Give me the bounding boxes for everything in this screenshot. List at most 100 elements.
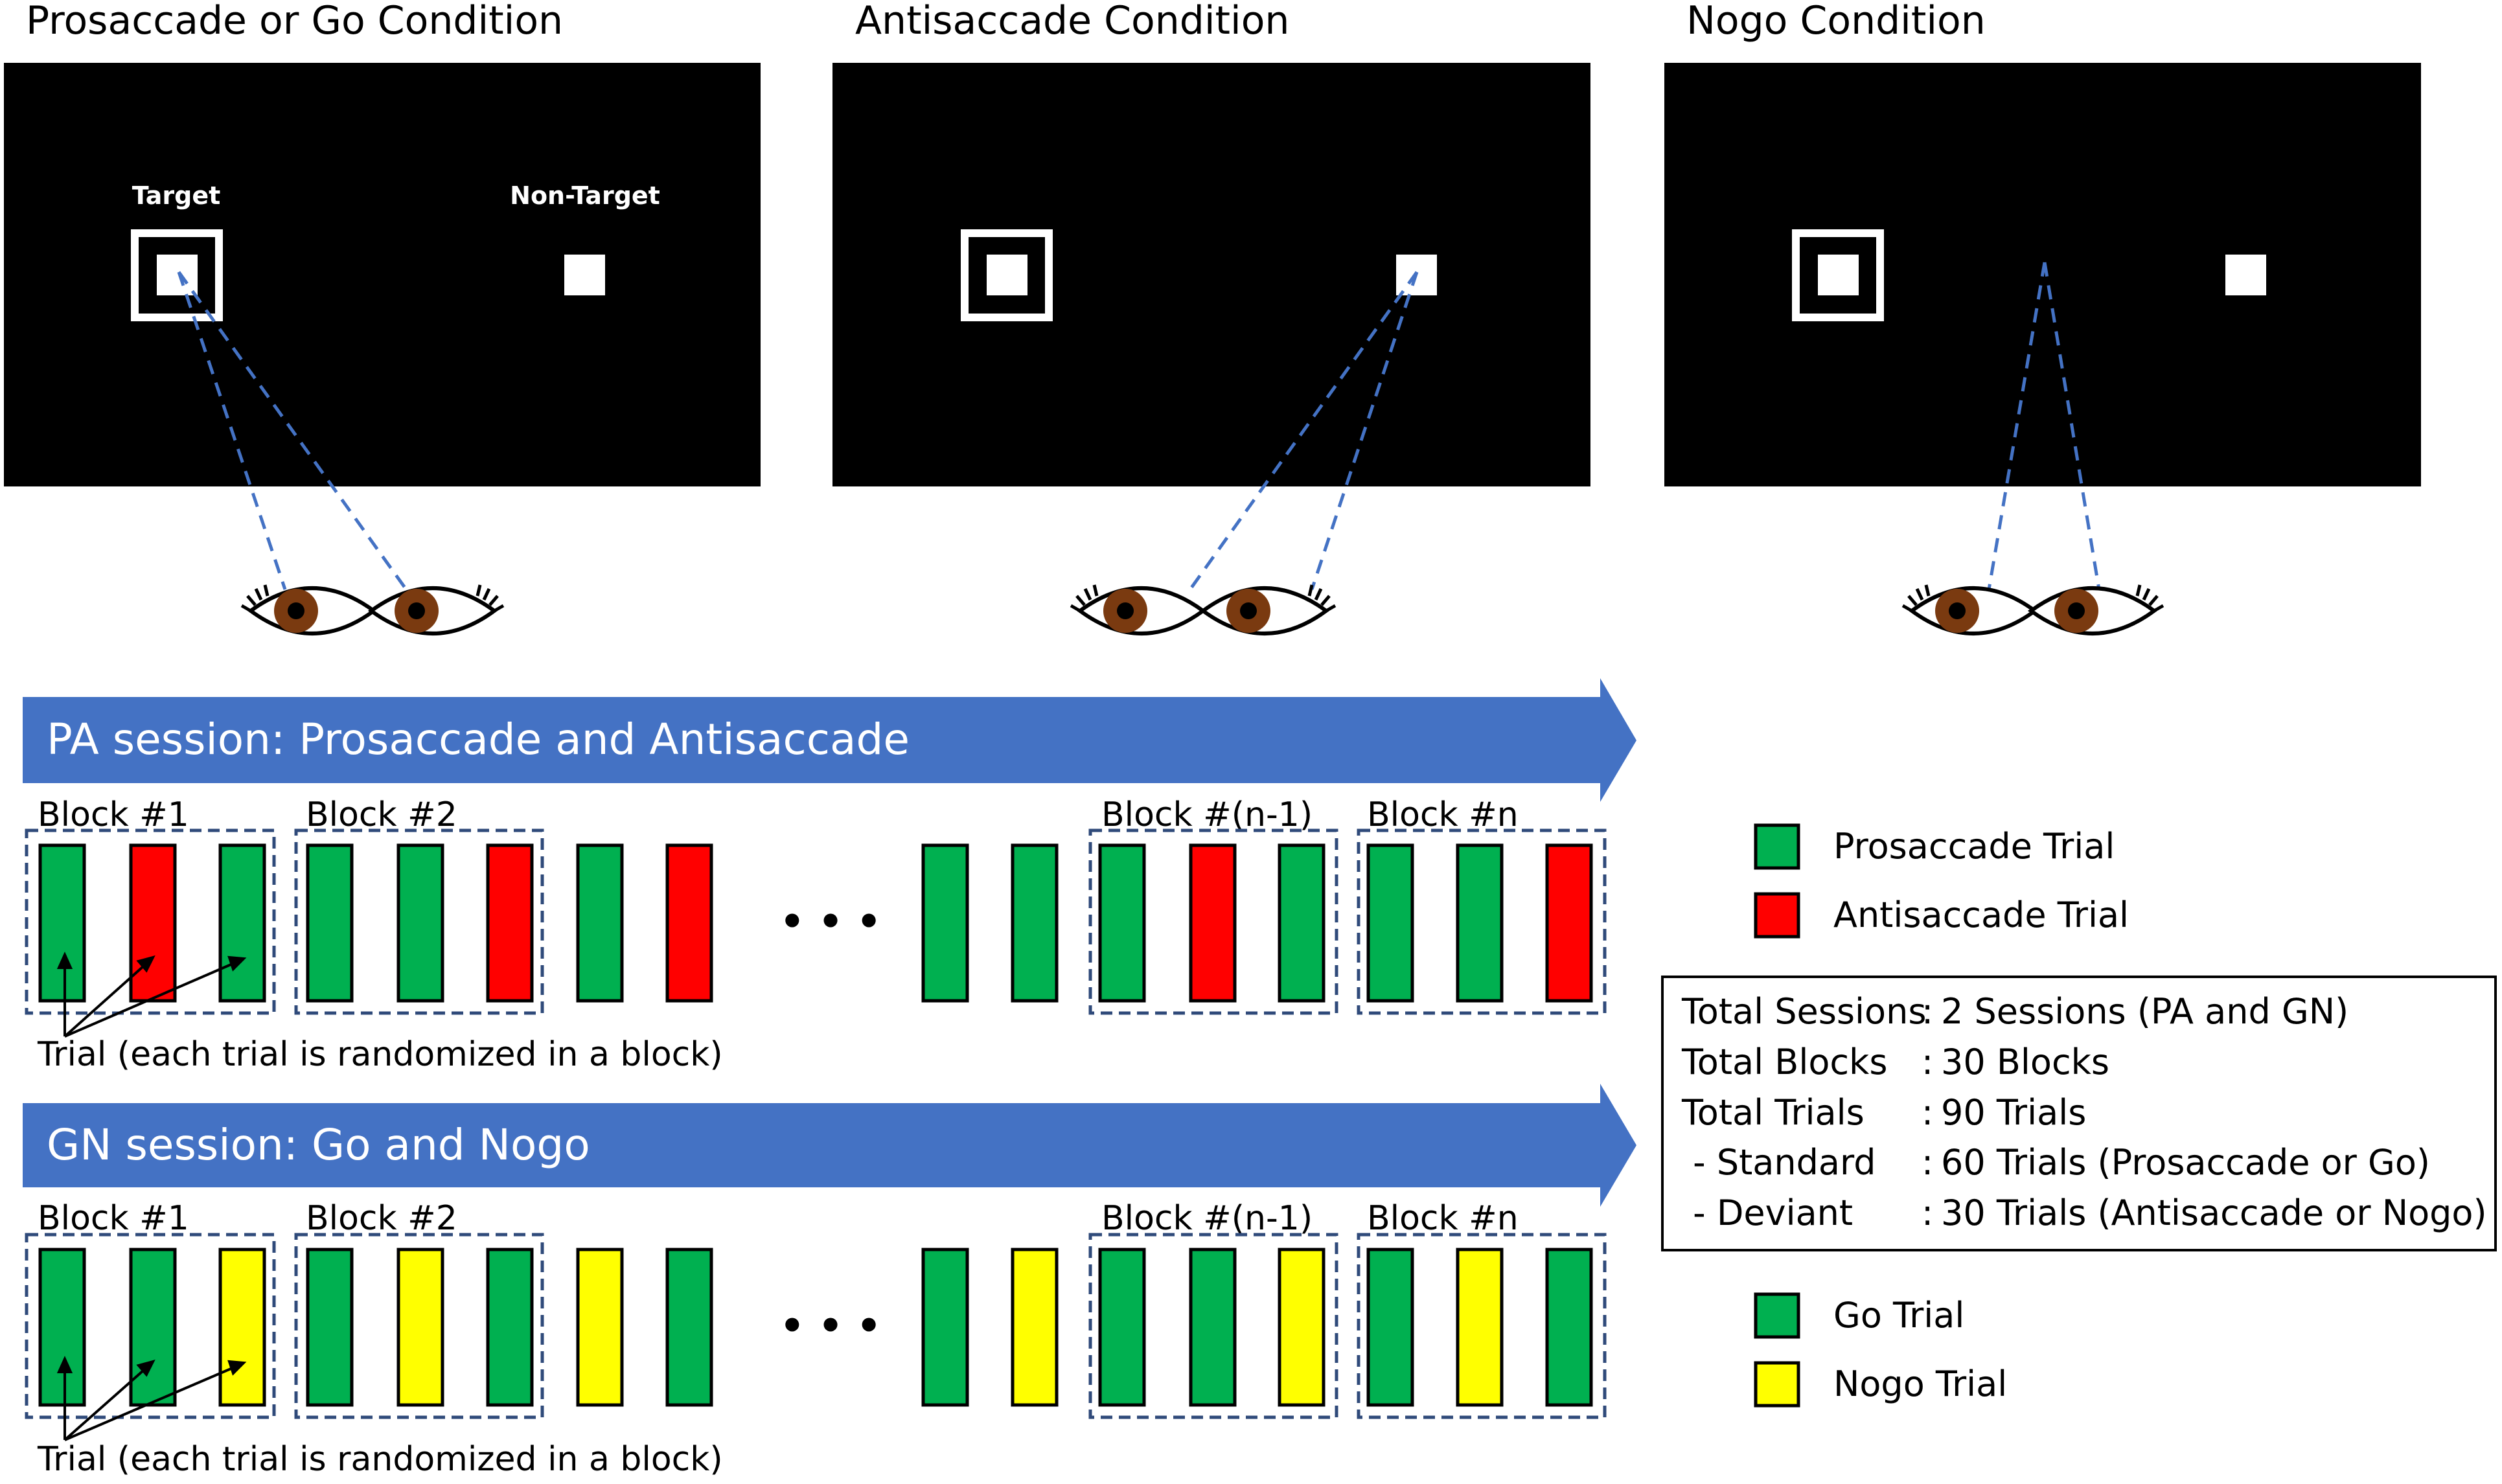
prosaccade-condition-title: Prosaccade or Go Condition [26, 0, 563, 43]
pa-block-label: Block #2 [306, 795, 457, 834]
nogo-target-square [1818, 255, 1859, 295]
prosaccade-trial-bar [576, 843, 624, 1003]
gn-trial-note: Trial (each trial is randomized in a blo… [37, 1440, 723, 1479]
go-trial-bar [665, 1248, 713, 1407]
pa-trial-note: Trial (each trial is randomized in a blo… [37, 1035, 723, 1074]
summary-separator: : [1922, 1042, 1933, 1082]
legend-go-swatch [1754, 1292, 1800, 1339]
nontarget-square [564, 255, 605, 295]
antisaccade-target-frame [961, 229, 1053, 321]
prosaccade-trial-bar [1011, 843, 1059, 1003]
prosaccade-trial-bar [1278, 843, 1326, 1003]
nogo-trial-bar [1456, 1248, 1504, 1407]
pa-session-title: PA session: Prosaccade and Antisaccade [47, 714, 910, 764]
summary-separator: : [1922, 1193, 1933, 1233]
left-eye-icon [1903, 585, 2035, 634]
antisaccade-target-square [987, 255, 1027, 295]
gn-trial-pointers [56, 1356, 247, 1441]
pa-ellipsis: • • • [780, 899, 882, 944]
go-trial-bar [129, 1248, 177, 1407]
gn-block-label: Block #n [1367, 1199, 1519, 1238]
summary-separator: : [1922, 991, 1933, 1032]
prosaccade-trial-bar [921, 843, 969, 1003]
summary-value: 60 Trials (Prosaccade or Go) [1941, 1142, 2430, 1183]
summary-separator: : [1922, 1142, 1933, 1183]
legend-antisaccade-label: Antisaccade Trial [1833, 895, 2129, 935]
go-trial-bar [1098, 1248, 1146, 1407]
target-square [157, 255, 198, 295]
gn-session-title: GN session: Go and Nogo [47, 1120, 590, 1170]
summary-row: - Standard : 60 Trials (Prosaccade or Go… [1682, 1142, 2430, 1183]
summary-value: 30 Blocks [1941, 1042, 2109, 1082]
pa-block-label: Block #1 [38, 795, 189, 834]
left-eye-icon [1071, 585, 1203, 634]
gn-ellipsis: • • • [780, 1303, 882, 1349]
nogo-trial-bar [218, 1248, 266, 1407]
gn-block-label: Block #1 [38, 1199, 189, 1238]
target-frame [131, 229, 223, 321]
prosaccade-trial-bar [306, 843, 354, 1003]
summary-value: 30 Trials (Antisaccade or Nogo) [1941, 1193, 2487, 1233]
summary-label: Total Blocks [1681, 1042, 1887, 1082]
summary-label: - Deviant [1682, 1193, 1853, 1233]
summary-box [1661, 976, 2497, 1251]
left-eye-icon [242, 585, 374, 634]
go-trial-bar [38, 1248, 86, 1407]
legend-nogo-label: Nogo Trial [1833, 1364, 2007, 1404]
go-trial-bar [1189, 1248, 1237, 1407]
gn-trials [38, 1248, 1593, 1407]
antisaccade-screen [832, 63, 1590, 486]
pa-trial-pointers [56, 952, 247, 1038]
right-eye-icon [371, 585, 503, 634]
right-eye-icon [2031, 585, 2163, 634]
antisaccade-trial-bar [129, 843, 177, 1003]
gn-session-arrow [23, 1084, 1636, 1207]
gn-block-label: Block #(n-1) [1101, 1199, 1313, 1238]
prosaccade-trial-bar [218, 843, 266, 1003]
legend-antisaccade-swatch [1754, 892, 1800, 939]
gn-block-boxes [25, 1233, 1607, 1419]
summary-label: Total Sessions [1681, 991, 1926, 1032]
prosaccade-trial-bar [1456, 843, 1504, 1003]
antisaccade-trial-bar [486, 843, 534, 1003]
nogo-nontarget-square [2225, 255, 2266, 295]
antisaccade-trial-bar [1189, 843, 1237, 1003]
go-trial-bar [921, 1248, 969, 1407]
nogo-target-frame [1792, 229, 1884, 321]
prosaccade-trial-bar [1098, 843, 1146, 1003]
gaze-lines [177, 262, 2101, 591]
target-label: Target [132, 181, 221, 210]
legend-prosaccade-label: Prosaccade Trial [1833, 826, 2115, 867]
go-trial-bar [1366, 1248, 1414, 1407]
summary-separator: : [1922, 1092, 1933, 1133]
summary-row: - Deviant : 30 Trials (Antisaccade or No… [1682, 1193, 2487, 1233]
prosaccade-trial-bar [38, 843, 86, 1003]
pa-block-label: Block #(n-1) [1101, 795, 1313, 834]
gn-block-label: Block #2 [306, 1199, 457, 1238]
antisaccade-condition-title: Antisaccade Condition [855, 0, 1289, 43]
nogo-trial-bar [1011, 1248, 1059, 1407]
summary-row: Total Blocks : 30 Blocks [1681, 1042, 2109, 1082]
nogo-trial-bar [576, 1248, 624, 1407]
prosaccade-screen [4, 63, 761, 486]
pa-block-boxes [25, 828, 1607, 1015]
pa-block-label: Block #n [1367, 795, 1519, 834]
go-trial-bar [1545, 1248, 1593, 1407]
prosaccade-trial-bar [396, 843, 444, 1003]
summary-row: Total Sessions : 2 Sessions (PA and GN) [1681, 991, 2348, 1032]
go-trial-bar [486, 1248, 534, 1407]
antisaccade-trial-bar [665, 843, 713, 1003]
summary-row: Total Trials : 90 Trials [1681, 1092, 2086, 1133]
nogo-trial-bar [396, 1248, 444, 1407]
antisaccade-trial-bar [1545, 843, 1593, 1003]
right-eye-icon [1203, 585, 1335, 634]
summary-label: - Standard [1682, 1142, 1876, 1183]
go-trial-bar [306, 1248, 354, 1407]
nogo-trial-bar [1278, 1248, 1326, 1407]
prosaccade-trial-bar [1366, 843, 1414, 1003]
legend-prosaccade-swatch [1754, 823, 1800, 870]
summary-label: Total Trials [1681, 1092, 1865, 1133]
summary-value: 2 Sessions (PA and GN) [1941, 991, 2348, 1032]
